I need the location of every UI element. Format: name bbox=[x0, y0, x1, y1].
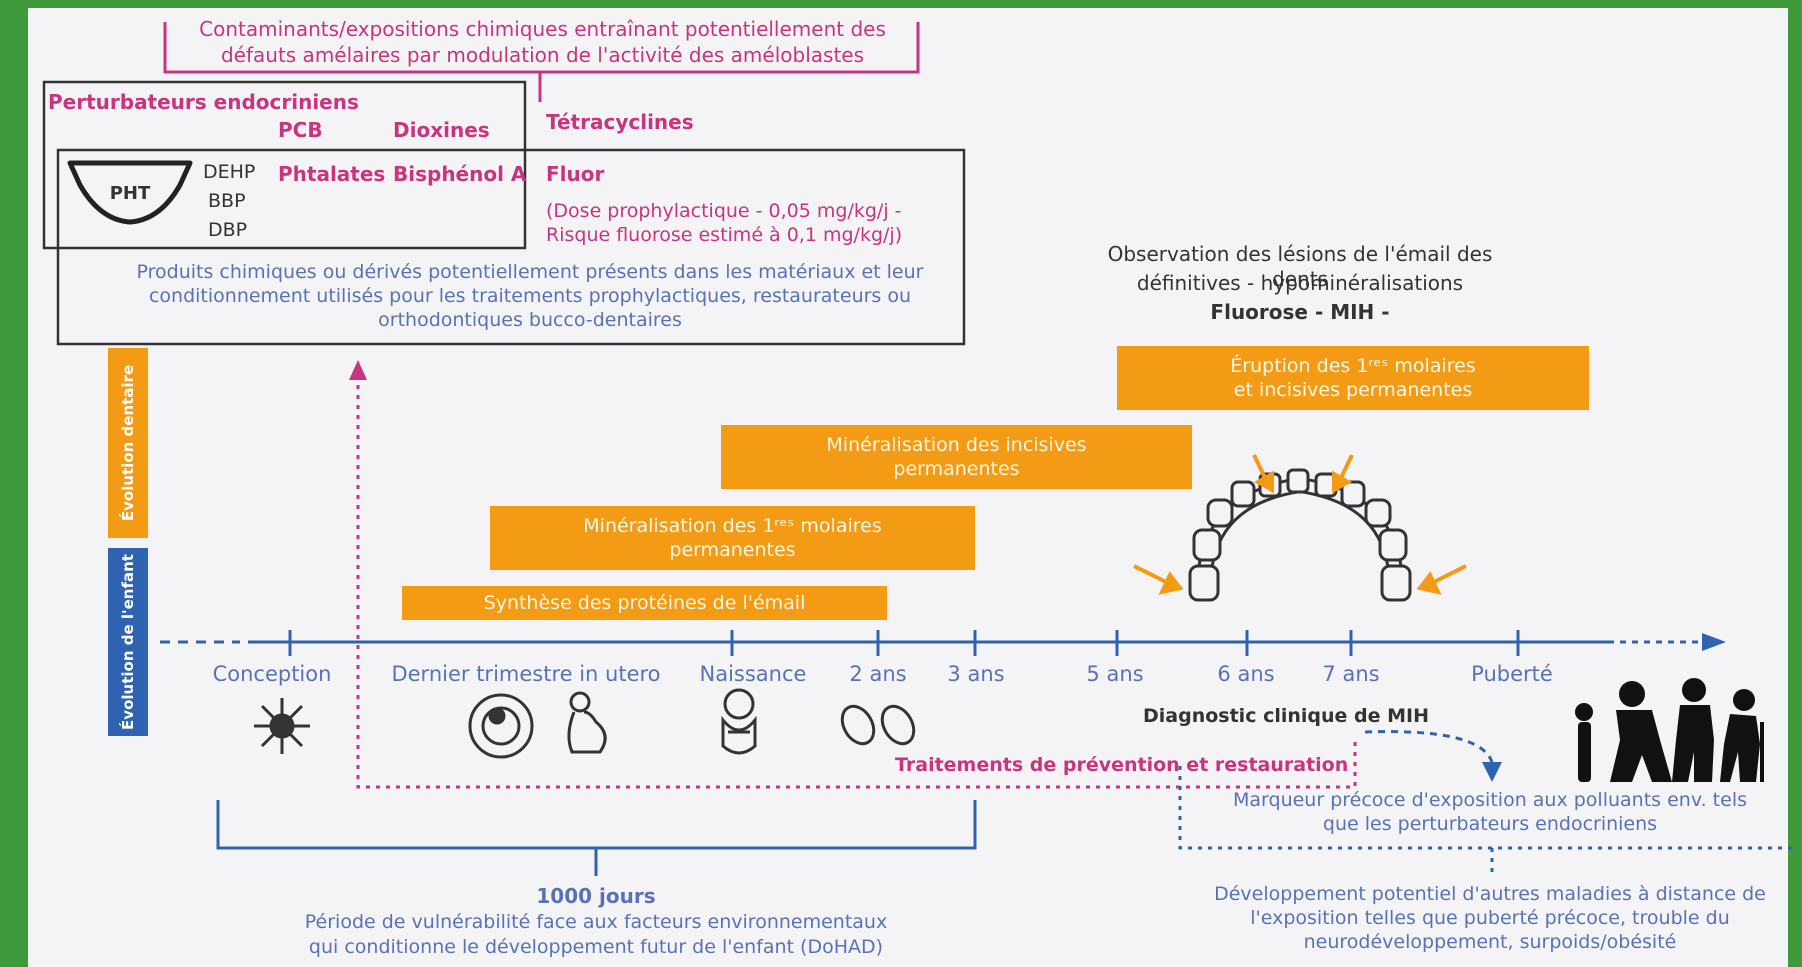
fluor-note: (Dose prophylactique - 0,05 mg/kg/j - Ri… bbox=[546, 200, 903, 246]
tick-5ans: 5 ans bbox=[1086, 662, 1144, 686]
tick-6ans: 6 ans bbox=[1217, 662, 1275, 686]
dbp-label: DBP bbox=[208, 219, 248, 241]
dental-evolution-label: Évolution dentaire bbox=[108, 348, 148, 538]
tick-3ans: 3 ans bbox=[947, 662, 1005, 686]
endocrine-title: Perturbateurs endocriniens bbox=[48, 90, 359, 114]
tick-puberte: Puberté bbox=[1471, 662, 1553, 686]
dohad-line2: qui conditionne le développement futur d… bbox=[308, 936, 884, 958]
dioxines-label: Dioxines bbox=[393, 118, 490, 142]
phtalates-label: Phtalates bbox=[278, 162, 386, 186]
dental-arch-icon bbox=[1188, 468, 1412, 602]
observation-line2: définitives - hypominéralisations bbox=[1136, 271, 1464, 295]
developpement-note: Développement potentiel d'autres maladie… bbox=[1214, 883, 1766, 953]
phase-synthese: Synthèse des protéines de l'émail bbox=[402, 586, 887, 620]
tick-2ans: 2 ans bbox=[849, 662, 907, 686]
products-note: Produits chimiques ou dérivés potentiell… bbox=[136, 261, 924, 331]
phase-mineralisation-molaires: Minéralisation des 1ʳᵉˢ molaires permane… bbox=[490, 506, 975, 570]
bbp-label: BBP bbox=[208, 190, 246, 212]
tick-conception: Conception bbox=[212, 662, 332, 686]
dohad-line1: Période de vulnérabilité face aux facteu… bbox=[304, 911, 888, 933]
pht-shield-icon bbox=[67, 160, 193, 225]
diagnostic-label: Diagnostic clinique de MIH bbox=[1143, 705, 1430, 727]
contaminants-title: Contaminants/expositions chimiques entra… bbox=[199, 17, 886, 67]
pht-label: PHT bbox=[109, 183, 151, 204]
pregnant-woman-icon bbox=[567, 691, 607, 754]
life-stages-icon bbox=[1575, 678, 1764, 782]
tetracyclines-label: Tétracyclines bbox=[546, 110, 694, 134]
child-evolution-label: Évolution de l'enfant bbox=[108, 548, 148, 736]
dohad-title: 1000 jours bbox=[536, 884, 656, 908]
pcb-label: PCB bbox=[278, 118, 323, 142]
dehp-label: DEHP bbox=[203, 161, 256, 183]
marqueur-note: Marqueur précoce d'exposition aux pollua… bbox=[1233, 789, 1747, 835]
phase-eruption: Éruption des 1ʳᵉˢ molaires et incisives … bbox=[1117, 346, 1589, 410]
cell-icon bbox=[254, 698, 310, 754]
tick-trimestre: Dernier trimestre in utero bbox=[391, 662, 661, 686]
traitements-label: Traitements de prévention et restauratio… bbox=[895, 754, 1349, 776]
phase-mineralisation-incisives: Minéralisation des incisives permanentes bbox=[721, 425, 1192, 489]
tick-7ans: 7 ans bbox=[1322, 662, 1380, 686]
fluor-label: Fluor bbox=[546, 162, 605, 186]
observation-line1: Observation des lésions de l'émail des d… bbox=[1107, 242, 1493, 291]
bisphenol-label: Bisphénol A bbox=[393, 162, 527, 186]
fetus-icon bbox=[468, 693, 534, 759]
observation-line3: Fluorose - MIH - bbox=[1210, 300, 1390, 324]
tick-naissance: Naissance bbox=[699, 662, 807, 686]
baby-icon bbox=[721, 688, 757, 755]
footprints-icon bbox=[840, 704, 916, 746]
